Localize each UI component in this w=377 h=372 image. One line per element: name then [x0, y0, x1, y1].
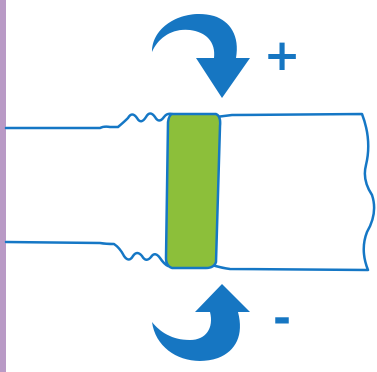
minus-label: - — [273, 293, 291, 344]
tube-right-body — [210, 112, 376, 272]
tube-bottom-edge — [4, 240, 170, 268]
left-sidebar-stripe — [0, 0, 6, 372]
tube-top-edge — [4, 112, 174, 130]
green-band — [164, 112, 222, 270]
curved-arrow-down-icon — [152, 14, 250, 98]
plus-label: + — [264, 30, 301, 81]
curved-arrow-up-icon — [152, 284, 250, 361]
